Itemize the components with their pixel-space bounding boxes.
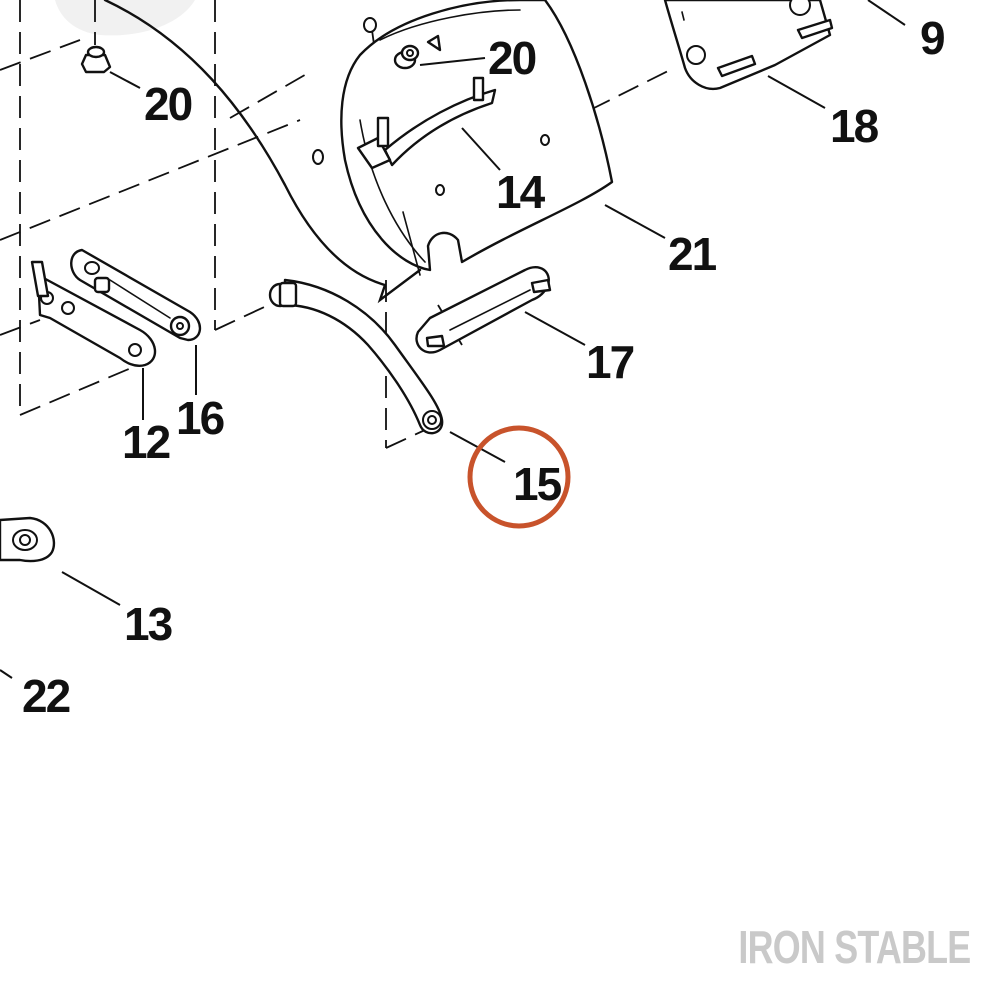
fender-21 [312, 0, 614, 276]
strap-15 [268, 278, 444, 435]
callout-22: 22 [22, 670, 70, 722]
callout-9: 9 [920, 12, 944, 64]
bar-17 [415, 265, 552, 354]
callout-14: 14 [496, 166, 546, 218]
watermark: IRON STABLE [738, 921, 971, 973]
callout-20-top: 20 [488, 32, 536, 84]
nut-20-left [80, 45, 112, 74]
highlight-ring [467, 425, 571, 529]
link-13 [0, 516, 56, 563]
nut-20-top [393, 44, 420, 70]
callout-18: 18 [830, 100, 879, 152]
callout-16: 16 [176, 392, 224, 444]
bracket-12 [30, 260, 157, 367]
callout-15: 15 [513, 458, 562, 510]
callout-12: 12 [122, 416, 170, 468]
callout-21: 21 [668, 228, 717, 280]
background-shadow [55, 0, 195, 36]
callout-13: 13 [124, 598, 172, 650]
callout-17: 17 [586, 336, 634, 388]
bracket-18 [663, 0, 834, 91]
fender-curve [103, 0, 422, 304]
callout-20-left: 20 [144, 78, 192, 130]
plate-16 [70, 248, 202, 342]
